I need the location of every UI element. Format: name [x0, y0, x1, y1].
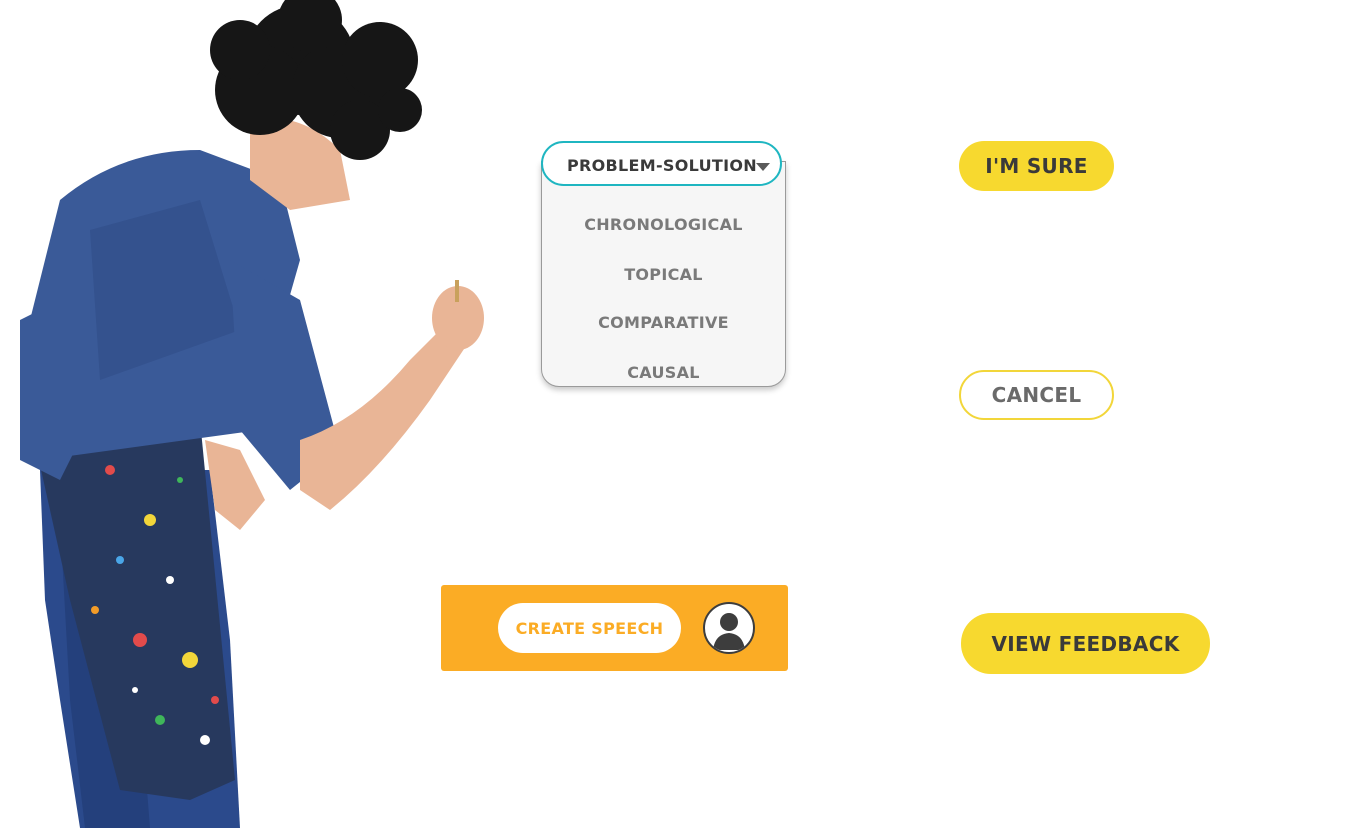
option-causal[interactable]: CAUSAL [627, 363, 700, 382]
option-topical[interactable]: TOPICAL [624, 265, 703, 284]
caret-down-icon[interactable] [756, 163, 770, 171]
cancel-label: CANCEL [991, 383, 1082, 407]
im-sure-button[interactable]: I'M SURE [959, 141, 1114, 191]
dropdown-selected-label: PROBLEM-SOLUTION [567, 156, 757, 175]
person-illustration [20, 0, 484, 828]
dropdown-menu: CHRONOLOGICAL TOPICAL COMPARATIVE CAUSAL [541, 161, 786, 387]
organization-dropdown[interactable]: CHRONOLOGICAL TOPICAL COMPARATIVE CAUSAL… [541, 141, 786, 387]
view-feedback-label: VIEW FEEDBACK [991, 631, 1180, 656]
im-sure-label: I'M SURE [985, 154, 1088, 178]
user-silhouette-icon [713, 613, 745, 650]
speech-toolbar: CREATE SPEECH [441, 585, 788, 671]
option-chronological[interactable]: CHRONOLOGICAL [584, 215, 743, 234]
view-feedback-button[interactable]: VIEW FEEDBACK [961, 613, 1210, 674]
avatar[interactable] [703, 602, 755, 654]
dropdown-selected-field[interactable]: PROBLEM-SOLUTION [541, 141, 782, 186]
create-speech-button[interactable]: CREATE SPEECH [498, 603, 681, 653]
cancel-button[interactable]: CANCEL [959, 370, 1114, 420]
option-comparative[interactable]: COMPARATIVE [598, 313, 729, 332]
create-speech-label: CREATE SPEECH [515, 618, 664, 638]
